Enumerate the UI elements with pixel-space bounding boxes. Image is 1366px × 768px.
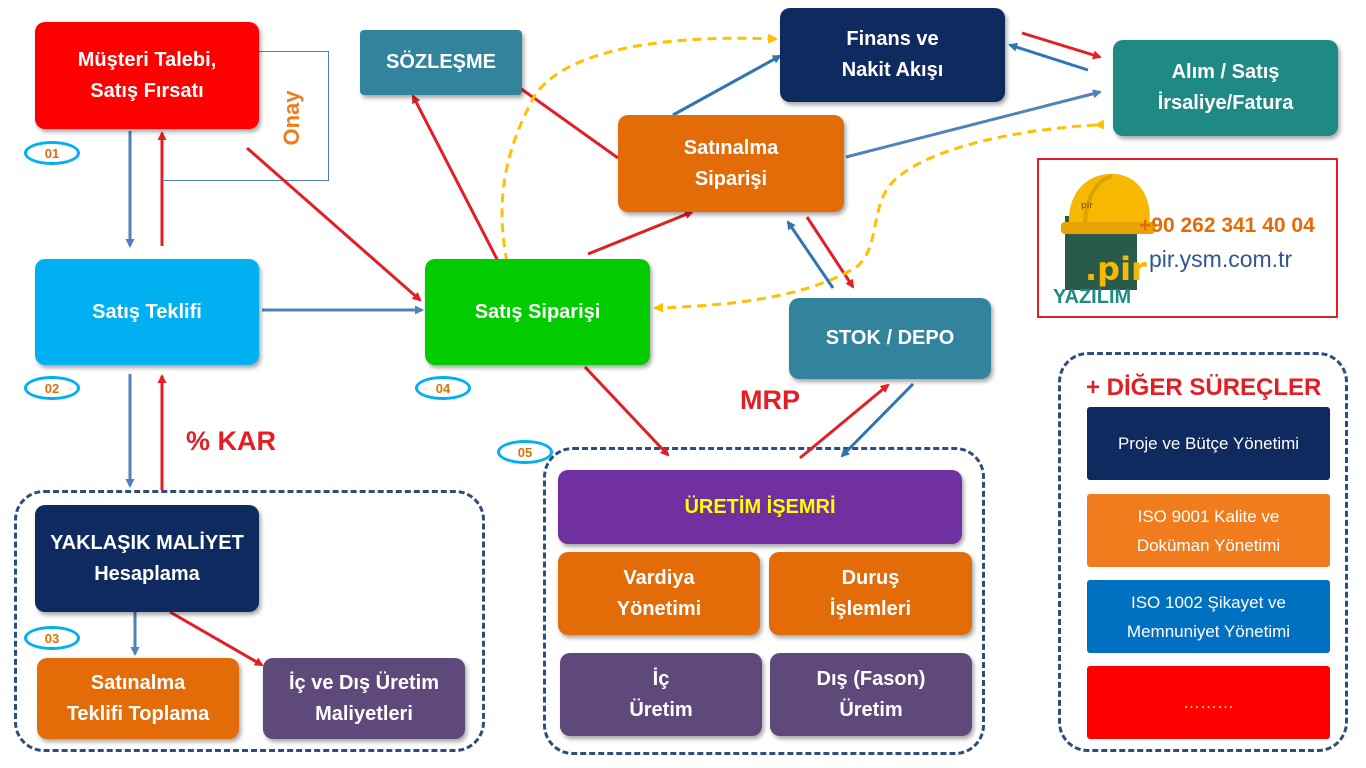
- cost-group-frame: [14, 490, 485, 752]
- helmet-logo-icon: pir .pir: [1061, 173, 1155, 290]
- node-satis-teklifi: Satış Teklifi: [35, 259, 259, 365]
- step-badge-02: 02: [24, 376, 80, 400]
- step-badge-05: 05: [497, 440, 553, 464]
- arrow-satinalma-to-finans: [672, 54, 782, 117]
- node-ic-dis-uretim-maliyetleri: İç ve Dış Üretim Maliyetleri: [263, 658, 465, 739]
- node-durus-islemleri: Duruş İşlemleri: [769, 552, 972, 635]
- arrow-maliyet-to-ic-dis-uretim: [169, 610, 264, 667]
- node-satis-siparisi: Satış Siparişi: [425, 259, 650, 365]
- arrow-finans-to-alim-satis: [1021, 31, 1102, 60]
- approval-label: Onay: [279, 90, 304, 146]
- svg-text:pir: pir: [1081, 201, 1093, 211]
- process-iso-1002: ISO 1002 Şikayet ve Memnuniyet Yönetimi: [1087, 580, 1330, 653]
- node-vardiya-yonetimi: Vardiya Yönetimi: [558, 552, 760, 635]
- svg-text:.pir: .pir: [1085, 250, 1147, 288]
- mrp-label: MRP: [740, 385, 800, 415]
- arrow-talep-to-siparis: [246, 146, 422, 302]
- arrow-siparis-to-sozlesme: [411, 94, 502, 266]
- node-ic-uretim: İç Üretim: [560, 653, 762, 736]
- node-musteri-talebi: Müşteri Talebi, Satış Fırsatı: [35, 22, 259, 129]
- node-alim-satis-irsaliye-fatura: Alım / Satış İrsaliye/Fatura: [1113, 40, 1338, 136]
- arrow-siparis-to-uretim: [583, 365, 670, 457]
- arrow-stok-to-satinalma: [786, 220, 835, 289]
- arrow-uretim-to-stok: [799, 383, 890, 460]
- profit-label: % KAR: [186, 426, 277, 456]
- node-sozlesme: SÖZLEŞME: [360, 30, 522, 95]
- phone-number: +90 262 341 40 04: [1139, 214, 1315, 237]
- process-more: ………: [1087, 666, 1330, 739]
- node-stok-depo: STOK / DEPO: [789, 298, 991, 379]
- website-url: pir.ysm.com.tr: [1149, 246, 1293, 272]
- dashed-arrow-siparis-finans: [500, 33, 778, 271]
- node-satinalma-teklifi-toplama: Satınalma Teklifi Toplama: [37, 658, 239, 739]
- dashed-arrow-alim-satis-siparis: [653, 119, 1105, 313]
- arrow-stok-to-uretim: [840, 382, 915, 458]
- process-iso-9001: ISO 9001 Kalite ve Doküman Yönetimi: [1087, 494, 1330, 567]
- arrow-satinalma-to-stok: [805, 216, 855, 289]
- step-badge-04: 04: [415, 376, 471, 400]
- arrow-siparis-to-satinalma: [587, 210, 694, 256]
- company-name: YAZILIM: [1053, 286, 1132, 308]
- other-processes-title: + DİĞER SÜREÇLER: [1086, 374, 1322, 401]
- arrow-alim-satis-to-finans: [1008, 42, 1089, 72]
- company-logo-box: pir .pir YAZILIM +90 262 341 40 04 pir.y…: [1037, 158, 1338, 318]
- production-group-frame: [543, 447, 985, 755]
- node-yaklasik-maliyet: YAKLAŞIK MALİYET Hesaplama: [35, 505, 259, 612]
- node-satinalma-siparisi: Satınalma Siparişi: [618, 115, 844, 212]
- process-proje-butce: Proje ve Bütçe Yönetimi: [1087, 407, 1330, 480]
- step-badge-03: 03: [24, 626, 80, 650]
- step-badge-01: 01: [24, 141, 80, 165]
- node-finans-nakit-akisi: Finans ve Nakit Akışı: [780, 8, 1005, 102]
- node-dis-fason-uretim: Dış (Fason) Üretim: [770, 653, 972, 736]
- other-processes-frame: [1058, 352, 1348, 752]
- node-uretim-isemri: ÜRETİM İŞEMRİ: [558, 470, 962, 544]
- arrow-satinalma-to-sozlesme: [511, 81, 619, 160]
